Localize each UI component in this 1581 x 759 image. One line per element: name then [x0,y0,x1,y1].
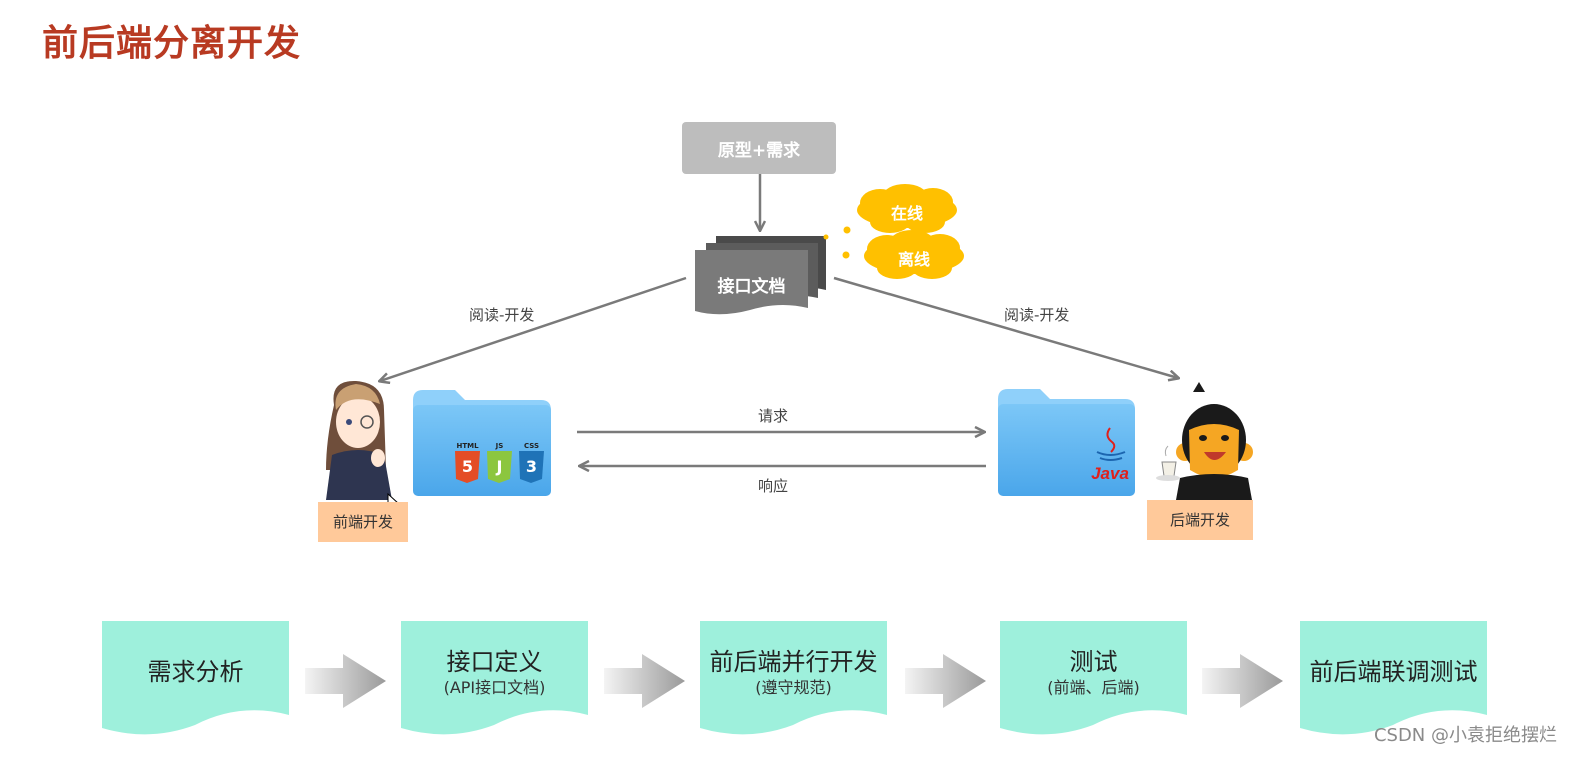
step-arrow [1202,654,1283,708]
frontend-avatar [326,380,401,514]
step-shape [1300,621,1487,735]
js-badge-text: JS [495,442,504,450]
frontend-folder-icon: 5 HTML J JS 3 CSS [413,390,551,496]
step-requirement-analysis: 需求分析 [147,658,244,686]
css-badge-text: CSS [524,442,539,450]
css3-icon: 3 CSS [519,442,544,483]
step-arrows [305,654,1283,708]
arrow-doc-to-backend [833,276,1178,378]
step-integration-testing: 前后端联调测试 [1309,658,1478,686]
offline-label: 离线 [897,250,930,269]
arrow-doc-to-frontend [380,276,687,381]
step-testing: 测试 [1069,648,1118,676]
html-badge-text: HTML [456,442,479,450]
svg-text:J: J [496,457,503,476]
read-develop-left-label: 阅读-开发 [469,306,535,324]
step-interface-definition-sub: (API接口文档) [443,678,546,697]
step-parallel-development: 前后端并行开发 [709,648,878,676]
backend-folder-icon: Java [998,389,1135,496]
process-steps [102,621,1487,735]
backend-dev-tag: 后端开发 [1147,500,1253,540]
prototype-box [682,122,836,174]
thought-dot [842,251,850,259]
online-cloud [857,184,957,233]
svg-text:5: 5 [462,457,473,476]
backend-mascot [1156,382,1253,500]
response-label: 响应 [758,477,789,495]
online-label: 在线 [890,204,923,223]
frontend-dev-tag: 前端开发 [318,502,408,542]
api-doc-stack [695,236,826,315]
page-title: 前后端分离开发 [42,23,302,64]
step-interface-definition: 接口定义 [446,648,543,676]
java-text: Java [1091,464,1129,483]
svg-text:3: 3 [526,457,537,476]
step-parallel-development-sub: (遵守规范) [755,678,832,697]
request-label: 请求 [758,407,789,425]
api-doc-label: 接口文档 [717,277,786,297]
watermark: CSDN @小袁拒绝摆烂 [1373,725,1557,746]
step-shape [700,621,887,735]
thought-dot [843,226,851,234]
step-arrow [905,654,986,708]
step-shape [401,621,588,735]
step-arrow [305,654,386,708]
read-develop-right-label: 阅读-开发 [1004,306,1070,324]
java-icon: Java [1091,427,1129,483]
html5-icon: 5 HTML [455,442,480,483]
thought-dot [823,234,829,240]
step-shape [102,621,289,735]
prototype-label: 原型+需求 [717,141,801,161]
offline-cloud [864,230,964,279]
step-testing-sub: (前端、后端) [1047,678,1140,697]
step-shape [1000,621,1187,735]
js-icon: J JS [487,442,512,483]
step-arrow [604,654,685,708]
